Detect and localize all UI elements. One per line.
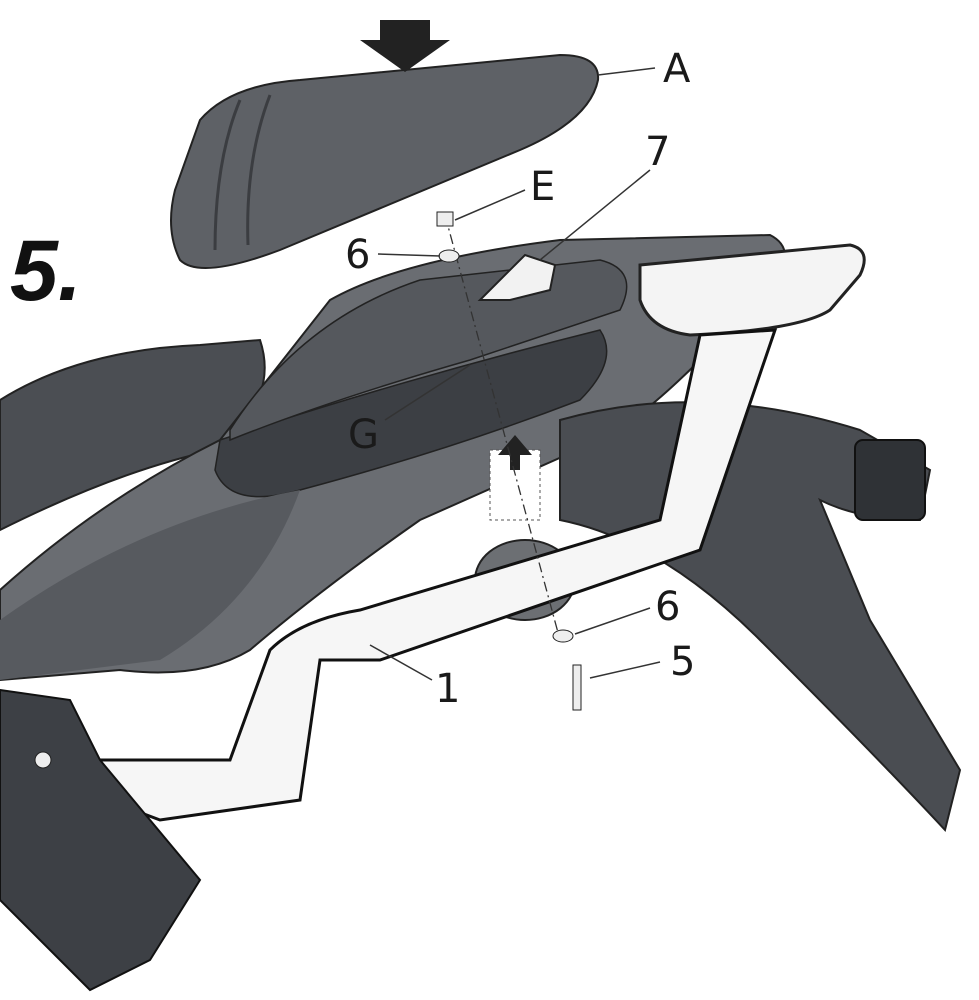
tail-body bbox=[0, 233, 786, 682]
pillion-seat bbox=[170, 53, 600, 269]
down-arrow-icon bbox=[360, 20, 450, 72]
callout-a: A bbox=[663, 46, 691, 92]
bolt-head-icon bbox=[34, 751, 52, 769]
bracket-icon bbox=[477, 253, 557, 301]
bolt-icon bbox=[572, 664, 582, 711]
step-number: 5. bbox=[10, 223, 82, 319]
nut-icon bbox=[436, 211, 454, 227]
tail-light bbox=[854, 439, 926, 521]
leader-lines bbox=[369, 67, 661, 681]
washer-icon bbox=[438, 249, 460, 263]
callout-6-top: 6 bbox=[345, 232, 370, 278]
callout-7: 7 bbox=[645, 129, 670, 175]
up-arrow-icon bbox=[498, 435, 532, 470]
callout-g: G bbox=[348, 412, 379, 458]
side-frame bbox=[78, 328, 778, 822]
mount-hole-outline bbox=[489, 449, 541, 521]
washer-icon bbox=[552, 629, 574, 643]
hardware bbox=[34, 211, 582, 769]
callout-e: E bbox=[530, 164, 555, 210]
top-rack bbox=[638, 243, 866, 337]
callout-5: 5 bbox=[670, 639, 695, 685]
callout-1: 1 bbox=[435, 666, 460, 712]
callout-6-bottom: 6 bbox=[655, 584, 680, 630]
subframe bbox=[0, 688, 202, 992]
